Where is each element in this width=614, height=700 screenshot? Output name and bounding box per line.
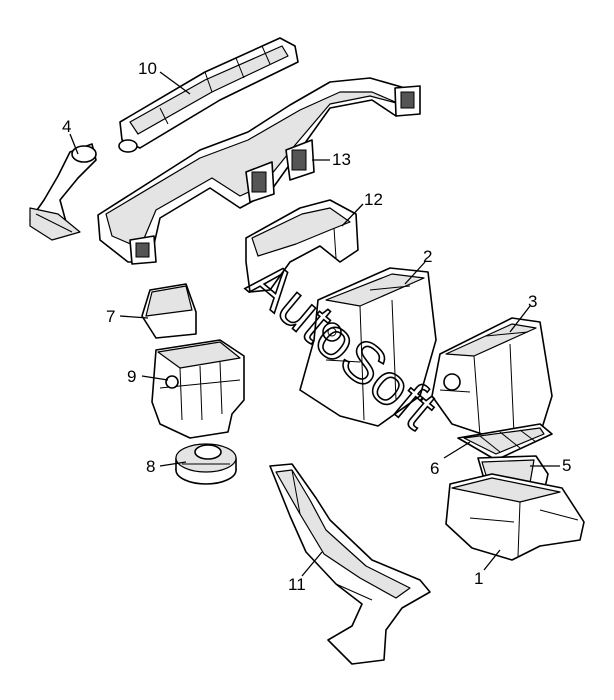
part-2-heater-housing — [299, 267, 437, 427]
callout-11: 11 — [288, 575, 306, 594]
leader-lines — [69, 71, 560, 577]
part-4-hose — [29, 143, 97, 241]
part-11-floor-duct — [269, 463, 431, 665]
part-7-vent — [141, 283, 197, 339]
part-12-defroster-duct — [245, 199, 359, 293]
leader-7 — [119, 315, 149, 319]
part-3-evaporator-housing — [431, 317, 553, 441]
leader-4 — [69, 133, 79, 155]
leader-1 — [483, 549, 501, 571]
callout-1: 1 — [474, 569, 483, 588]
leader-8 — [159, 461, 187, 467]
callout-5: 5 — [562, 456, 571, 475]
leader-10 — [159, 71, 191, 95]
part-9-blower-housing — [151, 339, 245, 439]
callout-12: 12 — [364, 190, 383, 209]
leader-9 — [141, 375, 169, 381]
part-8-blower-motor — [175, 443, 237, 485]
part-1-lower-case — [445, 473, 585, 561]
callout-8: 8 — [146, 457, 155, 476]
part-13-distribution-duct — [97, 77, 421, 265]
callout-10: 10 — [138, 59, 157, 78]
callout-7: 7 — [106, 307, 115, 326]
leader-2 — [404, 261, 426, 285]
callout-labels: 10 4 13 12 2 3 7 9 8 6 5 1 11 — [62, 59, 571, 594]
callout-13: 13 — [332, 150, 351, 169]
leader-12 — [341, 203, 364, 227]
part-6-filter — [457, 423, 553, 461]
callout-6: 6 — [430, 459, 439, 478]
callout-9: 9 — [127, 367, 136, 386]
part-10-upper-duct — [118, 37, 299, 153]
callout-2: 2 — [423, 247, 432, 266]
callout-3: 3 — [528, 292, 537, 311]
callout-4: 4 — [62, 117, 71, 136]
leader-6 — [443, 441, 471, 459]
leader-11 — [301, 551, 323, 577]
leader-3 — [509, 305, 531, 333]
